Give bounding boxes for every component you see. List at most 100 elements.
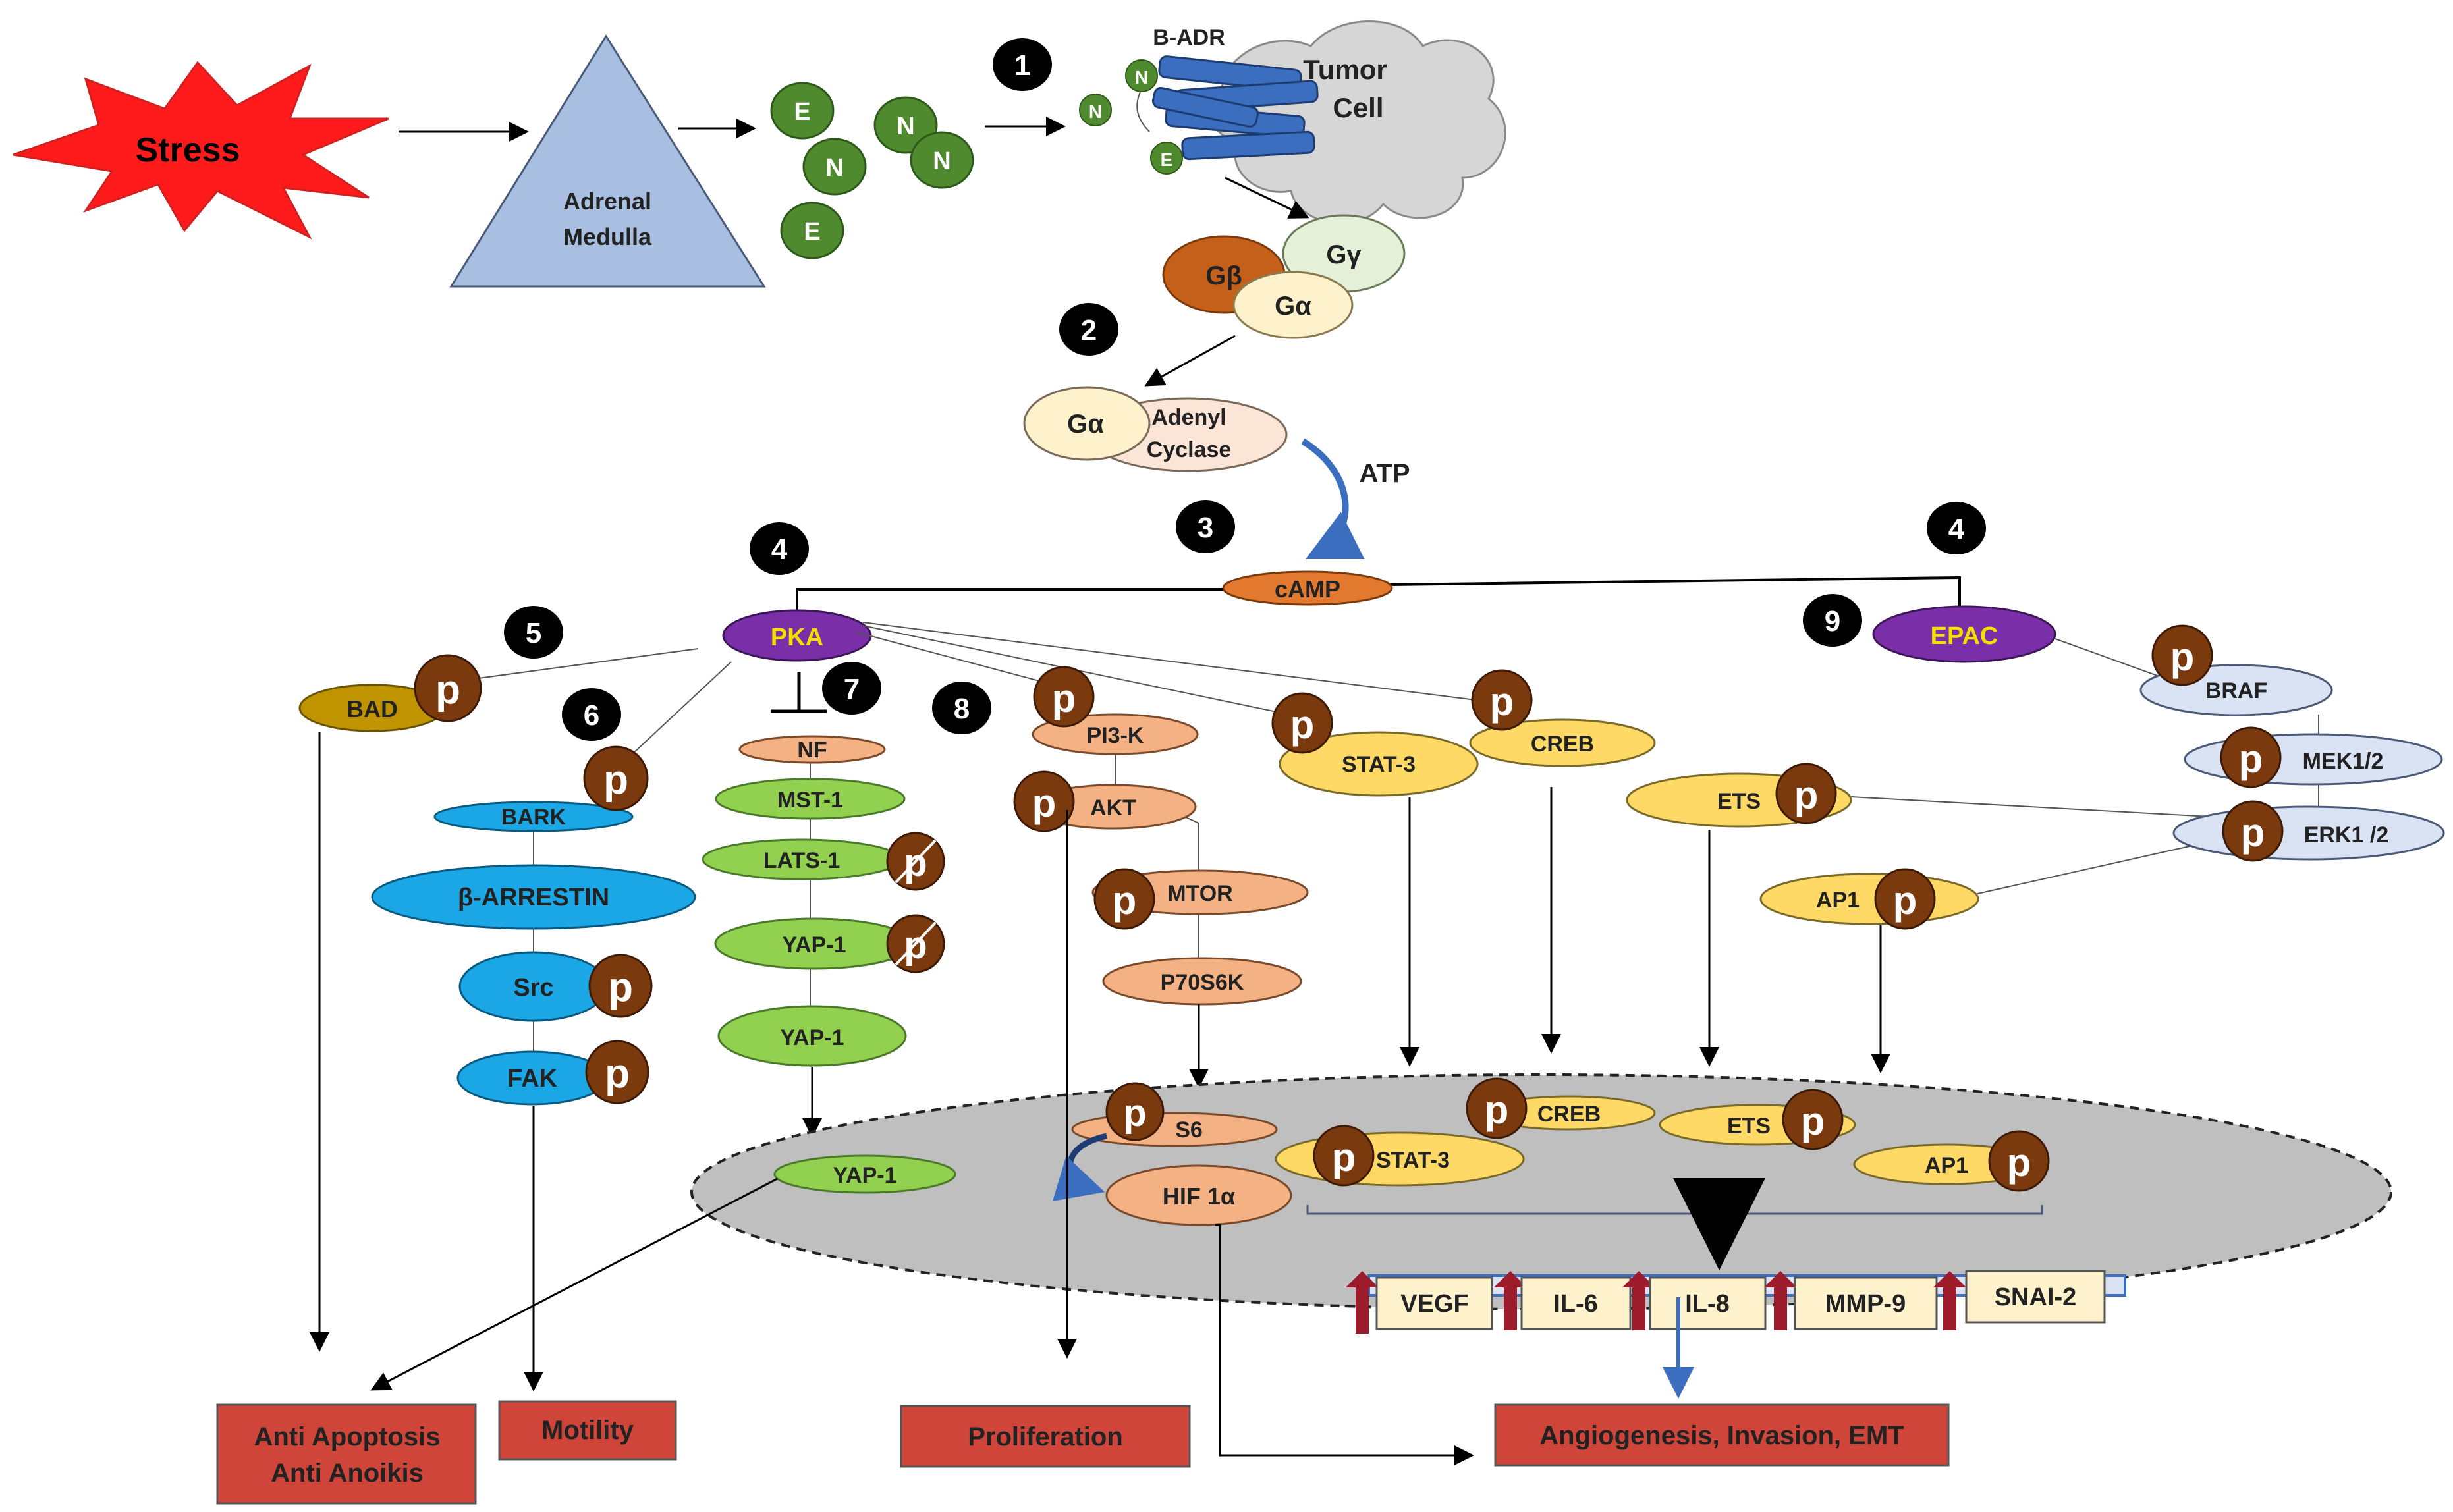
svg-text:p: p xyxy=(2239,737,2263,781)
svg-text:8: 8 xyxy=(954,693,970,725)
hippo-column: NF MST-1 LATS-1 YAP-1 YAP-1 xyxy=(702,735,914,1067)
motility-label: Motility xyxy=(541,1416,634,1445)
svg-text:p: p xyxy=(1113,878,1137,923)
src-label: Src xyxy=(513,974,553,1002)
phospho-icon: p xyxy=(2151,624,2213,686)
phospho-icon: p xyxy=(886,832,945,891)
camp-epac-line xyxy=(1389,576,1961,612)
creb-nuclear-label: CREB xyxy=(1537,1102,1601,1127)
yap1-label-a: YAP-1 xyxy=(782,932,846,958)
svg-text:2: 2 xyxy=(1081,314,1097,346)
epinephrine-label: E xyxy=(804,218,820,246)
stat3-label: STAT-3 xyxy=(1342,752,1416,777)
bark-label: BARK xyxy=(501,805,566,830)
phospho-icon: p xyxy=(588,954,653,1018)
svg-text:p: p xyxy=(1123,1092,1146,1135)
mek-label: MEK1/2 xyxy=(2303,749,2384,774)
s6-label: S6 xyxy=(1175,1118,1203,1143)
svg-text:5: 5 xyxy=(526,617,541,649)
svg-text:p: p xyxy=(1032,781,1057,825)
stat3-node xyxy=(1279,731,1479,797)
norepinephrine-circle xyxy=(910,131,974,189)
svg-text:E: E xyxy=(1161,149,1173,170)
phospho-markers: p p p p p p p p p p p p p p p p p p p p … xyxy=(414,624,2284,1192)
hif-label: HIF 1α xyxy=(1163,1183,1235,1210)
stress-label: Stress xyxy=(136,131,240,169)
svg-text:p: p xyxy=(1801,1099,1825,1143)
stress-burst xyxy=(13,61,389,240)
svg-text:3: 3 xyxy=(1198,512,1213,544)
camp-node xyxy=(1222,570,1393,606)
ap1-label: AP1 xyxy=(1816,888,1860,913)
snai2-box: SNAI-2 xyxy=(1933,1270,2106,1330)
svg-text:p: p xyxy=(1290,703,1315,747)
svg-text:SNAI-2: SNAI-2 xyxy=(1995,1283,2077,1311)
norepinephrine-circle xyxy=(802,138,867,196)
epac-label: EPAC xyxy=(1931,622,1998,650)
svg-text:p: p xyxy=(435,667,460,713)
adenyl-label-line2: Cyclase xyxy=(1147,437,1232,462)
motility-box xyxy=(498,1400,677,1461)
phospho-icon: p xyxy=(1988,1130,2050,1192)
arrestin-label: β-ARRESTIN xyxy=(458,884,609,911)
b-adr-label: B-ADR xyxy=(1153,25,1225,50)
step-marker-8: 8 xyxy=(932,682,991,734)
arrow-receptor-gprotein xyxy=(1225,176,1309,219)
step-marker-7: 7 xyxy=(822,662,881,715)
ap1-nuclear-label: AP1 xyxy=(1925,1153,1968,1178)
norepinephrine-label: N xyxy=(896,113,914,140)
epinephrine-circle xyxy=(770,82,835,140)
beta-adrenergic-receptor xyxy=(1151,55,1319,161)
stat3-nuclear-label: STAT-3 xyxy=(1376,1148,1450,1173)
epinephrine-label: E xyxy=(794,98,810,126)
fak-label: FAK xyxy=(507,1065,558,1093)
svg-text:p: p xyxy=(605,1051,630,1096)
phospho-icon: p xyxy=(1093,868,1155,930)
adenyl-cyclase-complex: Gα Adenyl Cyclase xyxy=(1023,386,1288,472)
svg-text:VEGF: VEGF xyxy=(1400,1290,1468,1318)
lats1-label: LATS-1 xyxy=(763,848,840,873)
phospho-icon: p xyxy=(583,745,649,811)
svg-text:p: p xyxy=(2170,635,2195,679)
pka-label: PKA xyxy=(771,624,823,651)
phospho-icon: p xyxy=(1471,669,1533,731)
arrow-galpha-adenylcyclase xyxy=(1144,335,1236,387)
nucleus-entry-arrows xyxy=(802,787,1890,1138)
phospho-icon: p xyxy=(1874,868,1936,930)
phospho-icon: p xyxy=(1271,692,1333,754)
svg-text:7: 7 xyxy=(844,673,860,705)
phospho-icon: p xyxy=(1466,1077,1528,1139)
adrenal-label-line1: Adrenal xyxy=(563,188,651,215)
tumor-label-line1: Tumor xyxy=(1303,54,1387,85)
anti-apoptosis-label-line1: Anti Apoptosis xyxy=(254,1422,441,1451)
adrenal-medulla-triangle xyxy=(449,34,766,288)
pi3k-column: PI3-K AKT MTOR P70S6K xyxy=(1030,713,1309,1006)
step-marker-4-right: 4 xyxy=(1927,502,1986,554)
step-marker-5: 5 xyxy=(504,606,563,659)
phospho-icon: p xyxy=(1782,1089,1844,1150)
anti-apoptosis-label-line2: Anti Anoikis xyxy=(271,1459,424,1488)
camp-label: cAMP xyxy=(1275,576,1340,603)
norepinephrine-label: N xyxy=(933,148,951,175)
g-protein-complex: Gβ Gγ Gα xyxy=(1162,214,1406,339)
svg-text:p: p xyxy=(1794,773,1819,817)
norepinephrine-label: N xyxy=(825,154,843,182)
svg-text:4: 4 xyxy=(771,533,788,566)
creb-node xyxy=(1469,718,1656,767)
erk-label: ERK1 /2 xyxy=(2304,823,2389,848)
outcome-boxes: Anti Apoptosis Anti Anoikis Motility Pro… xyxy=(216,1400,1950,1505)
outcome-arrows xyxy=(310,732,1474,1465)
ets-nuclear-label: ETS xyxy=(1727,1114,1771,1139)
bound-ligands: N N E xyxy=(1079,59,1183,175)
step-marker-3: 3 xyxy=(1176,500,1235,553)
phospho-icon: p xyxy=(1033,666,1095,728)
svg-text:p: p xyxy=(2241,811,2265,855)
mmp9-box: MMP-9 xyxy=(1764,1271,1938,1330)
phospho-icon: p xyxy=(1013,770,1075,832)
step-marker-9: 9 xyxy=(1803,594,1862,647)
svg-text:4: 4 xyxy=(1948,513,1965,545)
svg-text:p: p xyxy=(603,757,628,803)
adenyl-label-line1: Adenyl xyxy=(1151,405,1226,430)
